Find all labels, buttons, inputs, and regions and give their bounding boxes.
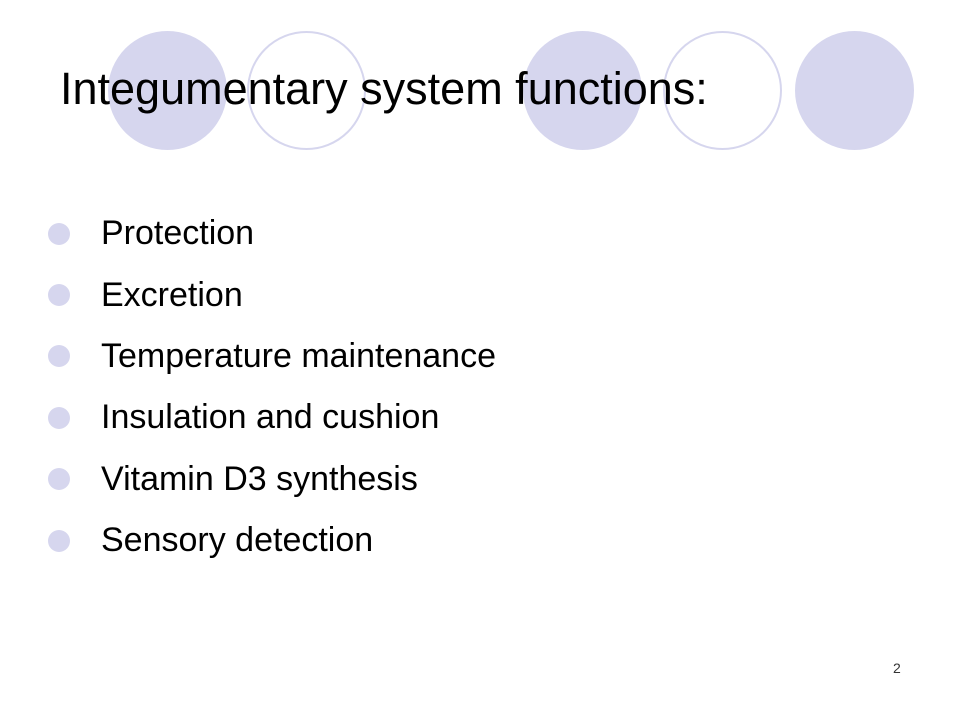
decorative-circle-filled <box>523 31 642 150</box>
bullet-dot-icon <box>48 284 70 307</box>
bullet-dot-icon <box>48 406 70 429</box>
bullet-dot-icon <box>48 222 70 245</box>
bullet-text: Temperature maintenance <box>101 336 497 375</box>
bullet-text: Sensory detection <box>101 521 374 560</box>
bullet-text: Protection <box>101 214 255 253</box>
decorative-circle-filled <box>108 31 227 150</box>
decorative-circle-outline <box>663 31 782 150</box>
bullet-text: Vitamin D3 synthesis <box>101 459 418 498</box>
page-number: 2 <box>893 660 901 676</box>
decorative-circle-outline <box>247 31 366 150</box>
bullet-item: Insulation and cushion <box>48 387 496 448</box>
bullet-item: Vitamin D3 synthesis <box>48 449 496 510</box>
bullet-item: Protection <box>48 203 496 264</box>
bullet-list: Protection Excretion Temperature mainten… <box>48 203 496 571</box>
bullet-text: Excretion <box>101 275 243 314</box>
bullet-dot-icon <box>48 345 70 368</box>
bullet-text: Insulation and cushion <box>101 398 440 437</box>
bullet-dot-icon <box>48 468 70 491</box>
bullet-item: Excretion <box>48 264 496 325</box>
bullet-dot-icon <box>48 529 70 552</box>
bullet-item: Temperature maintenance <box>48 326 496 387</box>
decorative-circle-filled <box>795 31 914 150</box>
bullet-item: Sensory detection <box>48 510 496 571</box>
slide-title: Integumentary system functions: <box>60 63 708 114</box>
